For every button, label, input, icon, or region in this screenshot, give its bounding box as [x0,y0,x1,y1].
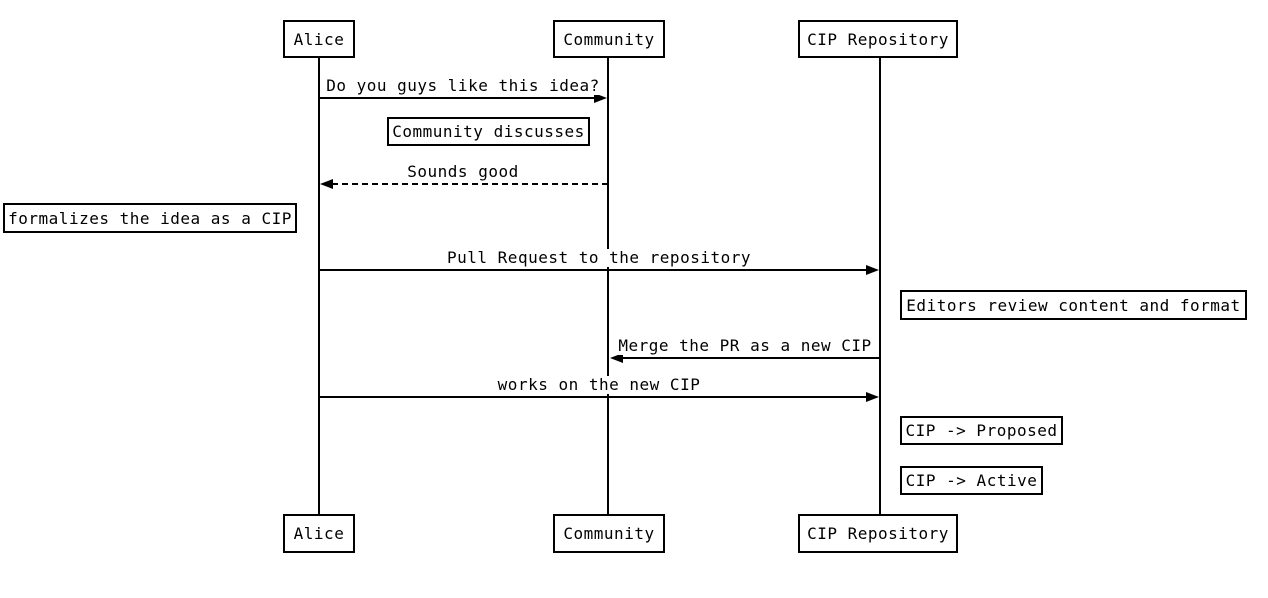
actor-bottom-alice: Alice [283,514,355,553]
note-community-discusses: Community discusses [387,117,590,146]
message-4-arrowhead-icon [610,353,623,363]
actor-bottom-cip-repository: CIP Repository [798,514,958,553]
message-5-arrowhead-icon [866,392,879,402]
message-3-arrowhead-icon [866,265,879,275]
actor-top-community: Community [553,20,665,58]
actor-top-cip-repository: CIP Repository [798,20,958,58]
note-cip-active: CIP -> Active [900,466,1043,495]
note-formalizes-idea: formalizes the idea as a CIP [3,203,297,233]
message-2-label: Sounds good [407,162,519,181]
message-1-label: Do you guys like this idea? [326,76,600,95]
message-3-label: Pull Request to the repository [447,248,751,267]
actor-bottom-community: Community [553,514,665,553]
message-2-arrowhead-icon [320,179,333,189]
message-1-arrowhead-icon [594,93,607,103]
message-4-label: Merge the PR as a new CIP [618,336,872,355]
note-editors-review: Editors review content and format [900,290,1247,320]
message-5-label: works on the new CIP [497,375,701,394]
note-cip-proposed: CIP -> Proposed [900,416,1063,445]
actor-top-alice: Alice [283,20,355,58]
